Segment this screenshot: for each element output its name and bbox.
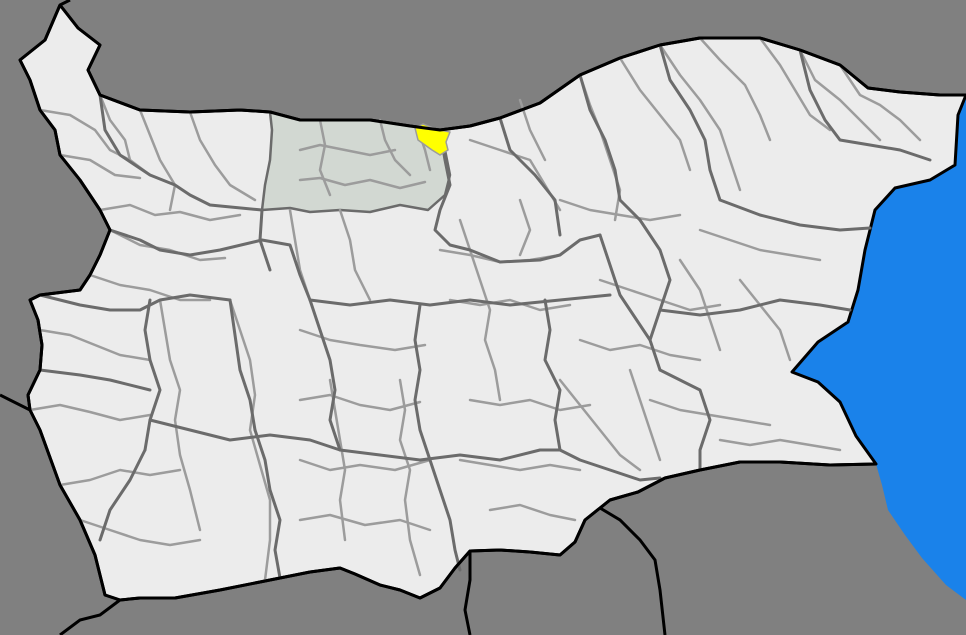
national-border [58,4,966,132]
municipality-borders [28,36,922,582]
neighbor-border-2 [59,598,121,635]
national-border-south [18,4,877,602]
neighbor-border-5 [59,0,71,7]
neighbor-border-1 [0,393,31,412]
neighbor-border-4 [463,551,472,635]
province-borders [38,43,932,580]
black-sea [792,95,966,600]
neighbor-border-3 [599,506,667,635]
